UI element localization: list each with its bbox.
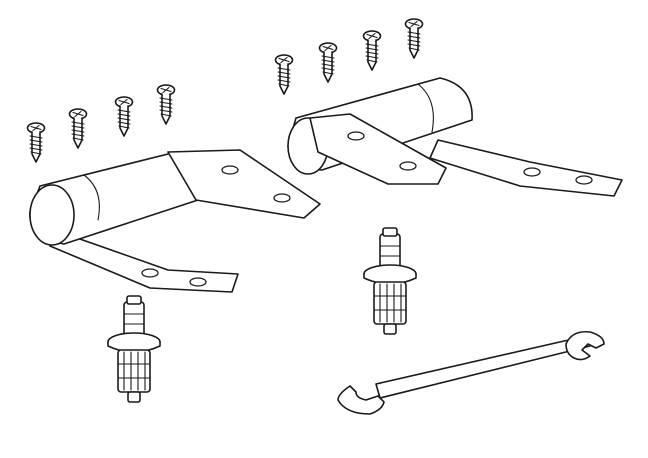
- screw-icon: [26, 122, 46, 163]
- screw-icon: [274, 54, 294, 95]
- anchor-bolt-icon: [107, 295, 161, 403]
- hinge-icon: [287, 77, 623, 197]
- screw-icon: [362, 30, 382, 71]
- hinge-icon: [29, 149, 321, 293]
- screw-icon: [114, 96, 134, 137]
- screw-icon: [156, 84, 176, 125]
- screw-icon: [68, 108, 88, 149]
- wrench-icon: [337, 330, 605, 415]
- anchor-bolt-icon: [363, 227, 417, 335]
- screw-icon: [318, 42, 338, 83]
- screw-icon: [404, 18, 424, 59]
